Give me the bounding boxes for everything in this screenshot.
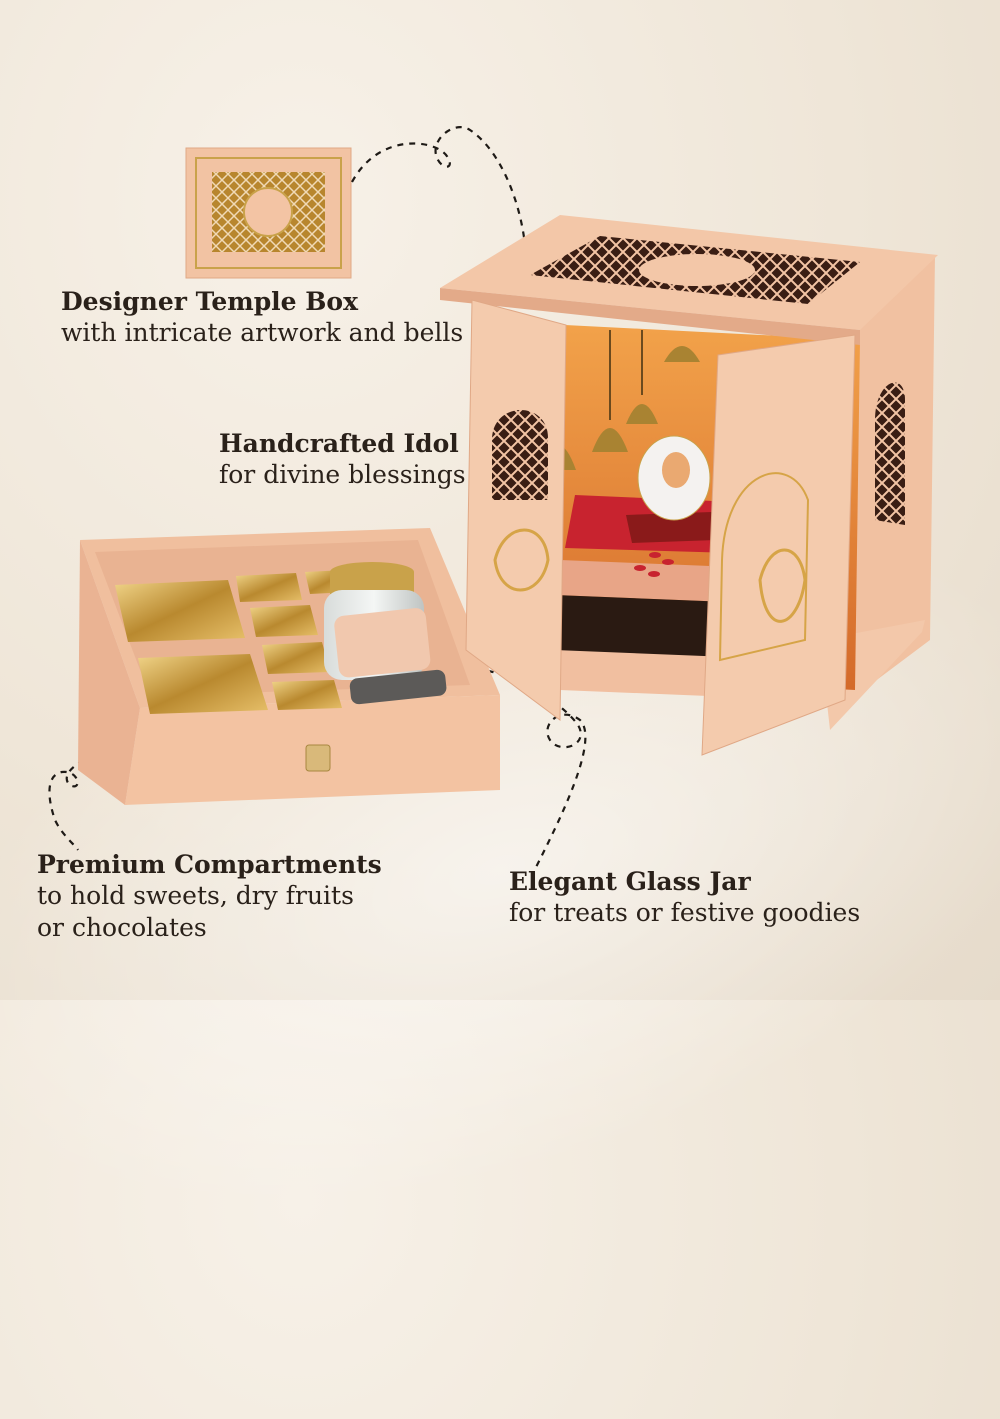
glass-jar-title: Elegant Glass Jar xyxy=(509,867,751,896)
compartments-line1: to hold sweets, dry fruits xyxy=(37,881,354,911)
idol-title: Handcrafted Idol xyxy=(219,429,459,458)
compartments-label: Premium Compartments to hold sweets, dry… xyxy=(37,849,382,943)
idol-icon xyxy=(626,435,716,543)
side-jali-window xyxy=(875,382,905,525)
left-door[interactable] xyxy=(465,299,567,721)
glass-jar xyxy=(324,562,447,705)
gold-compartments xyxy=(115,570,350,714)
temple-box-subtitle: with intricate artwork and bells xyxy=(61,318,464,348)
product-showcase: Designer Temple Box with intricate artwo… xyxy=(0,126,1000,1419)
temple-box-label: Designer Temple Box with intricate artwo… xyxy=(61,286,463,349)
compartments-line2: or chocolates xyxy=(37,912,207,942)
temple-box xyxy=(440,215,938,756)
idol-subtitle: for divine blessings xyxy=(219,460,466,490)
footprints-icon xyxy=(634,552,674,577)
drawer-pull-knob[interactable] xyxy=(305,744,331,772)
peacock-icon xyxy=(493,528,550,592)
idol-label: Handcrafted Idol for divine blessings xyxy=(219,428,466,491)
product-illustration xyxy=(48,126,938,876)
temple-box-title: Designer Temple Box xyxy=(61,287,358,316)
peacock-icon xyxy=(758,548,807,623)
glass-jar-label: Elegant Glass Jar for treats or festive … xyxy=(509,866,860,929)
temple-box-lid-thumbnail xyxy=(185,147,352,279)
drawer-box xyxy=(78,528,500,805)
compartments-title: Premium Compartments xyxy=(37,850,382,879)
glass-jar-subtitle: for treats or festive goodies xyxy=(509,898,861,928)
connector-lines xyxy=(48,126,587,876)
